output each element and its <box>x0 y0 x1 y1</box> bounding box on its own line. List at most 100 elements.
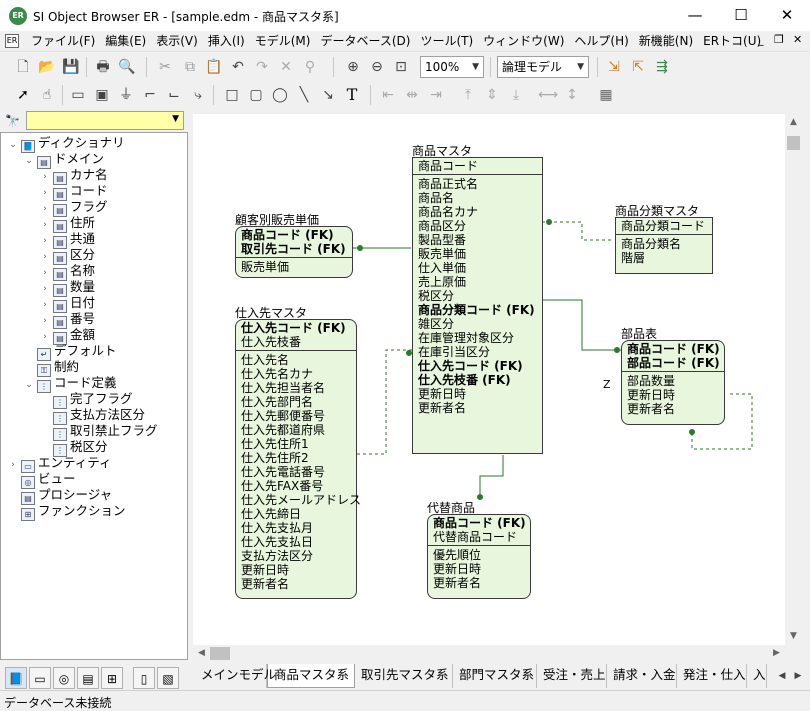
tree-node[interactable]: ›▤住所 <box>39 215 95 233</box>
close-button[interactable]: ✕ <box>780 6 794 24</box>
entity-attribute[interactable]: 仕入先住所1 <box>241 437 309 451</box>
sheet-tab[interactable]: 取引先マスタ系 <box>355 664 453 688</box>
find-icon[interactable]: ⚲ <box>304 59 316 75</box>
entity-daitai-shohin[interactable]: 代替商品商品コード (FK)代替商品コード優先順位更新日時更新者名 <box>427 501 531 599</box>
sheet-tab[interactable]: 部門マスタ系 <box>453 664 537 688</box>
expand-icon[interactable]: › <box>11 460 15 470</box>
hand-icon[interactable]: ☝ <box>42 87 52 103</box>
open-folder-icon[interactable]: 📂 <box>38 59 56 75</box>
zoom-in-icon[interactable]: ⊕ <box>347 59 359 75</box>
entity-attribute[interactable]: 仕入単価 <box>418 261 467 275</box>
tree-node[interactable]: ⊞ファンクション <box>7 503 126 521</box>
maximize-button[interactable]: ☐ <box>734 6 748 24</box>
entity-attribute[interactable]: 商品分類コード (FK) <box>418 303 535 317</box>
entity-key-attribute[interactable]: 仕入先枝番 <box>241 335 302 349</box>
scroll-down-icon[interactable]: ▼ <box>790 631 797 641</box>
entity-attribute[interactable]: 仕入先住所2 <box>241 451 309 465</box>
entity-attribute[interactable]: 在庫管理対象区分 <box>418 331 515 345</box>
new-file-icon[interactable]: 🗋 <box>17 59 29 75</box>
align-bottom-icon[interactable]: ⤓ <box>512 87 520 103</box>
mdi-close-button[interactable]: ✕ <box>793 33 803 46</box>
relationship-line[interactable] <box>691 393 753 450</box>
er-diagram-canvas[interactable]: Z 商品マスタ商品コード商品正式名商品名商品名カナ商品区分製品型番販売単価仕入単… <box>193 114 785 645</box>
save-icon[interactable]: 💾 <box>62 59 80 75</box>
entity-attribute[interactable]: 商品名 <box>418 191 455 205</box>
menu-item[interactable]: 挿入(I) <box>207 34 245 48</box>
tree-node[interactable]: ›▤カナ名 <box>39 167 108 185</box>
zoom-fit-icon[interactable]: ⊡ <box>395 59 407 75</box>
entity-attribute[interactable]: 製品型番 <box>418 233 467 247</box>
document-icon[interactable]: ER <box>5 34 19 48</box>
menu-item[interactable]: ファイル(F) <box>31 34 96 48</box>
entity-attribute[interactable]: 仕入先名 <box>241 353 290 367</box>
text-tool-icon[interactable]: T <box>346 85 358 104</box>
tree-node[interactable]: ›▤数量 <box>39 279 95 297</box>
entity-attribute[interactable]: 仕入先メールアドレス <box>241 493 362 507</box>
export-icon[interactable]: ⇱ <box>632 59 644 75</box>
collapse-icon[interactable]: ⌄ <box>25 380 33 390</box>
tree-node[interactable]: ›▭エンティティ <box>7 455 112 473</box>
scroll-thumb[interactable] <box>210 647 230 660</box>
entity-attribute[interactable]: 仕入先締日 <box>241 507 302 521</box>
entity-attribute[interactable]: 商品区分 <box>418 219 467 233</box>
entity-key-attribute[interactable]: 商品分類コード <box>621 219 706 233</box>
tree-node[interactable]: ⌄⋮コード定義 <box>23 375 117 393</box>
search-input[interactable]: ▼ <box>26 111 184 130</box>
entity-attribute[interactable]: 仕入先FAX番号 <box>241 479 324 493</box>
menu-item[interactable]: 表示(V) <box>156 34 198 48</box>
entity-attribute[interactable]: 仕入先電話番号 <box>241 465 326 479</box>
tree-node[interactable]: ⋮完了フラグ <box>39 391 133 409</box>
view-tab-icon[interactable]: ◎ <box>53 667 75 689</box>
mdi-minimize-button[interactable]: _ <box>758 33 764 46</box>
collapse-icon[interactable]: ⌄ <box>25 156 33 166</box>
tree-node[interactable]: ›▤区分 <box>39 247 95 265</box>
entity-attribute[interactable]: 在庫引当区分 <box>418 345 491 359</box>
tree-node[interactable]: ⚿制約 <box>23 359 79 377</box>
entity-kokyaku-price[interactable]: 顧客別販売単価商品コード (FK)取引先コード (FK)販売単価 <box>235 213 353 278</box>
relation-many-tool-icon[interactable]: ⤷ <box>194 87 202 103</box>
align-right-icon[interactable]: ⇥ <box>430 87 442 103</box>
relationship-line[interactable] <box>542 221 614 241</box>
relationship-line[interactable] <box>357 349 412 455</box>
entity-attribute[interactable]: 仕入先都道府県 <box>241 423 326 437</box>
sheet-tab[interactable]: 請求・入金 <box>607 664 677 688</box>
entity-key-attribute[interactable]: 商品コード (FK) <box>627 342 720 356</box>
entity-attribute[interactable]: 更新者名 <box>433 576 482 590</box>
entity-attribute[interactable]: 更新者名 <box>418 401 467 415</box>
entity-attribute[interactable]: 販売単価 <box>241 260 290 274</box>
expand-icon[interactable]: › <box>43 316 47 326</box>
zoom-select[interactable]: 100%▼ <box>420 56 484 78</box>
tree-node[interactable]: ⌄📘ディクショナリ <box>7 135 125 153</box>
tree-node[interactable]: ›▤番号 <box>39 311 95 329</box>
chevron-down-icon[interactable]: ▼ <box>172 114 179 124</box>
grid-icon[interactable]: ▦ <box>599 87 613 103</box>
entity-tool-icon[interactable]: ▭ <box>71 87 85 103</box>
view-tool-icon[interactable]: ▣ <box>95 87 109 103</box>
tab-scroll-left-icon[interactable]: ◀ <box>778 671 786 681</box>
entity-attribute[interactable]: 商品名カナ <box>418 205 479 219</box>
expand-icon[interactable]: › <box>43 268 47 278</box>
menu-item[interactable]: ERトコ(U) <box>703 34 762 48</box>
scroll-right-icon[interactable]: ▶ <box>773 648 780 658</box>
redo-icon[interactable]: ↷ <box>256 59 268 75</box>
tree-node[interactable]: ◎ビュー <box>7 471 76 489</box>
entity-attribute[interactable]: 優先順位 <box>433 548 482 562</box>
entity-shohin-master[interactable]: 商品マスタ商品コード商品正式名商品名商品名カナ商品区分製品型番販売単価仕入単価売… <box>412 144 543 454</box>
tree-node[interactable]: ⌄▤ドメイン <box>23 151 104 169</box>
entity-attribute[interactable]: 階層 <box>621 251 646 265</box>
horizontal-scrollbar[interactable]: ◀ ▶ <box>193 645 785 662</box>
align-middle-icon[interactable]: ⇕ <box>486 87 498 103</box>
entity-attribute[interactable]: 更新者名 <box>627 402 676 416</box>
layout-tab-icon[interactable]: ▧ <box>157 667 179 689</box>
relationship-line[interactable] <box>479 455 504 498</box>
entity-attribute[interactable]: 仕入先支払月 <box>241 521 314 535</box>
entity-attribute[interactable]: 更新日時 <box>627 388 676 402</box>
tree-node[interactable]: ›▤日付 <box>39 295 95 313</box>
relationship-line[interactable] <box>543 299 621 351</box>
entity-attribute[interactable]: 部品数量 <box>627 374 676 388</box>
menu-item[interactable]: ツール(T) <box>420 34 474 48</box>
tree-node[interactable]: ›▤金額 <box>39 327 95 345</box>
entity-attribute[interactable]: 更新日時 <box>241 563 290 577</box>
entity-key-attribute[interactable]: 部品コード (FK) <box>627 356 720 370</box>
entity-attribute[interactable]: 雑区分 <box>418 317 455 331</box>
